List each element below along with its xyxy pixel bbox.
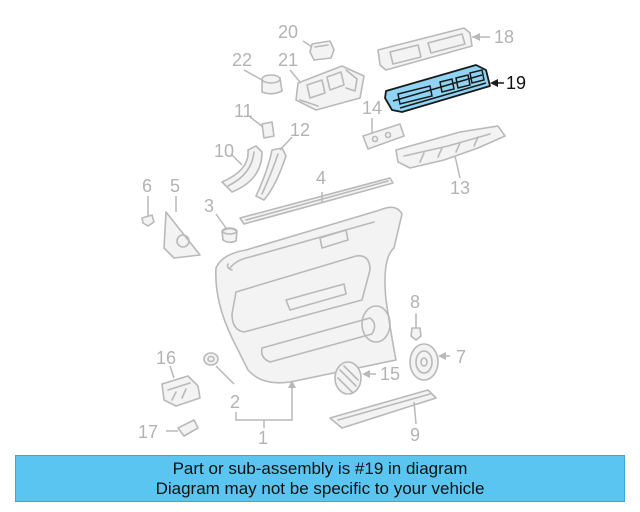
leader-21 — [289, 69, 301, 83]
leader-2 — [215, 365, 235, 385]
part-12 — [255, 147, 287, 201]
callout-9: 9 — [410, 425, 420, 445]
part-3 — [221, 227, 238, 244]
callout-18: 18 — [494, 27, 514, 47]
callout-1: 1 — [258, 428, 268, 448]
callout-5: 5 — [170, 176, 180, 196]
part-16 — [161, 375, 201, 407]
callout-14: 14 — [362, 98, 382, 118]
callout-15: 15 — [380, 364, 400, 384]
callout-3: 3 — [204, 196, 214, 216]
info-banner: Part or sub-assembly is #19 in diagram D… — [15, 455, 625, 502]
leader-16 — [169, 365, 175, 379]
part-8 — [410, 313, 422, 341]
part-19-highlighted — [384, 64, 491, 113]
leader-13 — [454, 155, 461, 179]
leader-22 — [243, 69, 263, 81]
part-20 — [309, 40, 335, 61]
part-2-grommet — [203, 352, 219, 366]
leader-9 — [413, 401, 417, 425]
door-trim-panel — [215, 206, 403, 384]
part-17 — [177, 419, 199, 437]
leader-10 — [231, 154, 243, 166]
leader-20 — [302, 40, 313, 48]
leader-11 — [249, 116, 264, 128]
callout-11: 11 — [234, 101, 253, 121]
leader-3 — [215, 213, 227, 229]
banner-line-part-number: Part or sub-assembly is #19 in diagram — [172, 458, 468, 478]
callout-7: 7 — [456, 347, 466, 367]
part-22 — [261, 74, 283, 95]
part-9 — [329, 389, 437, 429]
leader-12 — [279, 136, 293, 151]
callout-2: 2 — [230, 392, 240, 412]
callout-8: 8 — [410, 292, 420, 312]
part-14 — [362, 123, 405, 150]
part-18 — [377, 27, 473, 71]
exploded-parts-diagram: 20 18 22 21 19 14 11 12 10 4 13 6 5 3 8 … — [138, 22, 526, 448]
callout-20: 20 — [278, 22, 298, 42]
part-5 — [163, 211, 201, 259]
callout-16: 16 — [156, 348, 176, 368]
callout-17: 17 — [138, 422, 158, 442]
part-4 — [239, 177, 394, 225]
callout-4: 4 — [316, 168, 326, 188]
callout-21: 21 — [278, 50, 298, 70]
callout-6: 6 — [142, 176, 152, 196]
callout-10: 10 — [214, 141, 234, 161]
leader-1 — [235, 384, 293, 421]
part-6 — [141, 211, 155, 227]
part-13 — [395, 125, 506, 169]
part-21 — [295, 65, 365, 111]
part-10 — [221, 145, 263, 193]
callout-12: 12 — [290, 120, 310, 140]
part-15 — [334, 361, 362, 395]
callout-22: 22 — [232, 50, 252, 70]
part-11 — [261, 121, 275, 139]
callout-19: 19 — [506, 73, 526, 93]
part-7 — [409, 343, 439, 381]
banner-line-disclaimer: Diagram may not be specific to your vehi… — [155, 478, 485, 498]
callout-13: 13 — [450, 178, 470, 198]
